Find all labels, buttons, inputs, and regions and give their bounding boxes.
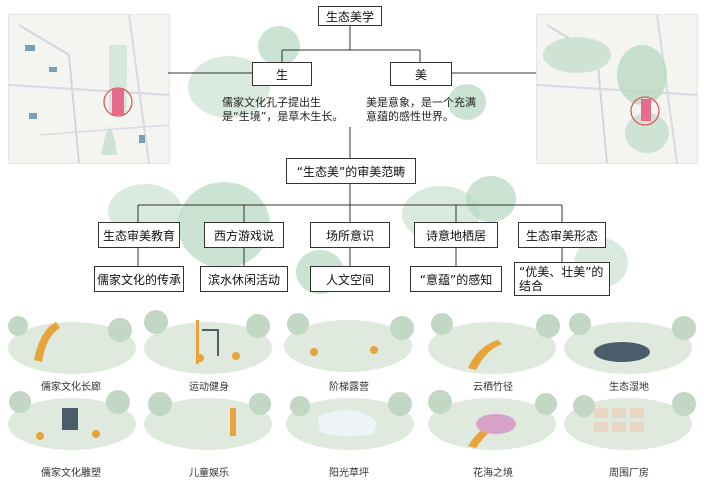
- leaf-node: 滨水休闲活动: [200, 266, 288, 292]
- node-sheng: 生: [252, 62, 312, 86]
- branch-node: 西方游戏说: [204, 222, 284, 248]
- scene-label: 云栖竹径: [473, 382, 513, 393]
- scene-label: 儿童娱乐: [189, 468, 229, 479]
- left-map-drawing: [9, 15, 169, 163]
- left-map: [8, 14, 170, 164]
- scene-label: 阳光草坪: [329, 468, 369, 479]
- connector-lines: [137, 26, 563, 266]
- branch-node: 生态审美教育: [98, 222, 180, 248]
- right-map: [536, 14, 698, 164]
- node-mei: 美: [390, 62, 452, 86]
- branch-node: 诗意地栖居: [414, 222, 498, 248]
- sheng-description: 儒家文化孔子提出生是“生境”，是草木生长。: [222, 96, 344, 123]
- decor-blob: [466, 176, 516, 222]
- root-node: 生态美学: [318, 6, 382, 26]
- scene-label: 花海之境: [473, 468, 513, 479]
- leaf-node: 人文空间: [310, 266, 390, 292]
- scene-label: 阶梯露营: [329, 382, 369, 393]
- scene-illustrations: [8, 310, 696, 450]
- scene-label: 生态湿地: [609, 382, 649, 393]
- decor-blob: [258, 26, 300, 66]
- scene-label: 运动健身: [189, 382, 229, 393]
- scene-label: 儒家文化雕塑: [41, 468, 101, 479]
- right-map-drawing: [537, 15, 697, 163]
- leaf-node: “意蕴”的感知: [410, 266, 502, 292]
- scene-label: 周围厂房: [609, 468, 649, 479]
- leaf-node: “优美、壮美”的结合: [514, 262, 610, 296]
- branch-node: 场所意识: [310, 222, 390, 248]
- scene-label: 儒家文化长廊: [41, 382, 101, 393]
- mei-description: 美是意象，是一个充满意蕴的感性世界。: [366, 96, 476, 123]
- decor-blob: [448, 84, 486, 120]
- leaf-node: 儒家文化的传承: [94, 266, 184, 292]
- category-node: “生态美”的审美范畴: [286, 158, 416, 184]
- branch-node: 生态审美形态: [518, 222, 606, 248]
